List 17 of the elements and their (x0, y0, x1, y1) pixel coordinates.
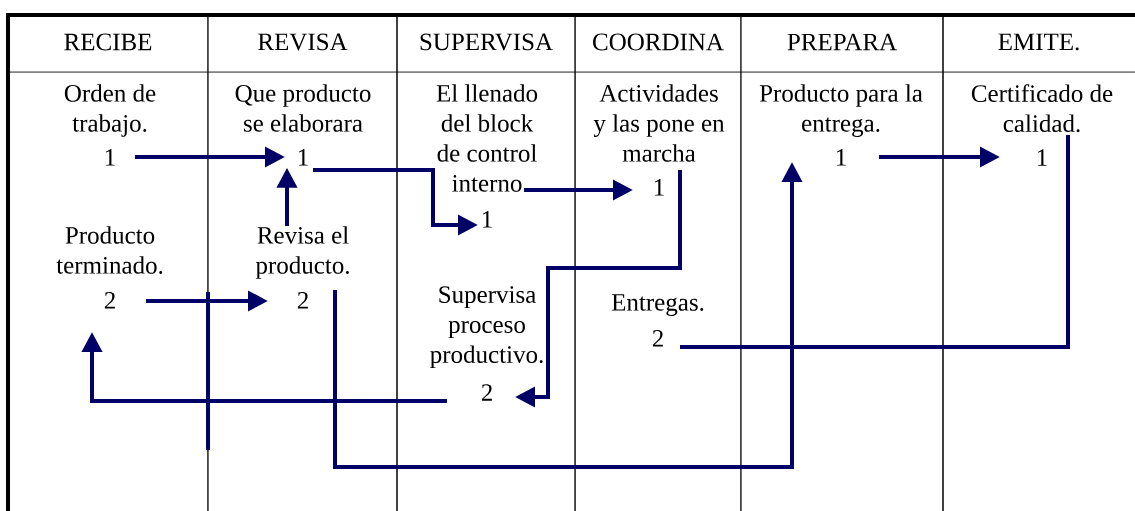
activity-text: Entregas. 2 (611, 294, 704, 347)
activity-text: Certificado de calidad. 1 (971, 84, 1113, 166)
activity-text: El llenado del block de control interno 1 (436, 84, 538, 228)
column-header: RECIBE (64, 33, 152, 51)
column-header: PREPARA (787, 33, 897, 51)
activity-text: Orden de trabajo. 1 (64, 84, 156, 166)
activity-text: Producto para la entrega. 1 (759, 84, 923, 166)
activity-text: Revisa el producto. 2 (255, 226, 349, 309)
activity-text: Actividades y las pone en marcha 1 (593, 84, 725, 196)
activity-text: Producto terminado. 2 (56, 226, 163, 309)
connector-line (680, 135, 1070, 349)
column-header: SUPERVISA (420, 33, 553, 51)
activity-text: Que producto se elaborara 1 (235, 84, 371, 166)
column-header: COORDINA (593, 33, 724, 51)
column-header: REVISA (258, 33, 348, 51)
column-header: EMITE. (998, 33, 1079, 51)
activity-text: Supervisa proceso productivo. 2 (430, 286, 543, 401)
